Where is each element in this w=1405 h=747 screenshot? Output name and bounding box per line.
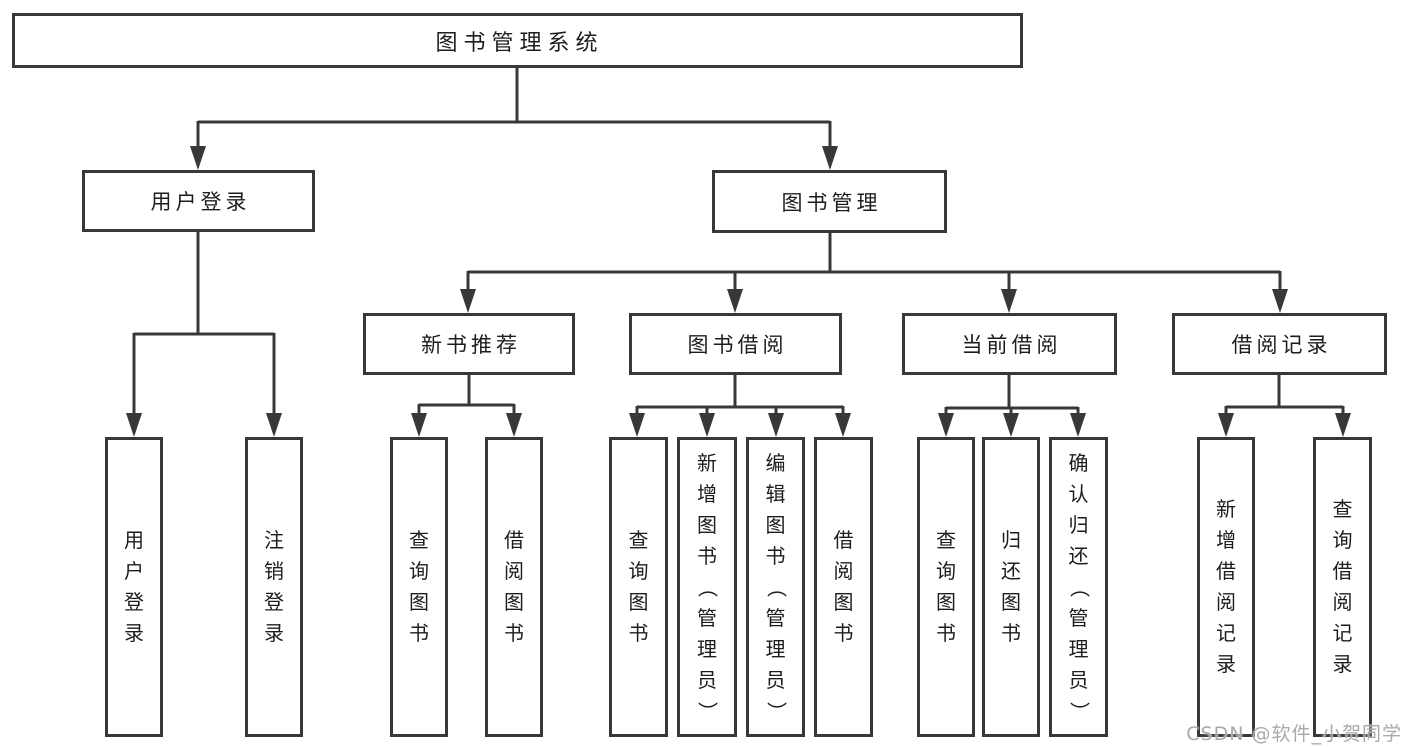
watermark: CSDN @软件_小贺同学 (1186, 723, 1402, 745)
node-current-borrowing-label: 当前借阅 (961, 333, 1062, 357)
leaf-bb-query-book: 查询图书 (609, 437, 668, 737)
leaf-cb-return-book: 归还图书 (982, 437, 1040, 737)
leaf-bb-add-book-admin-label: 新增图书（管理员） (695, 450, 720, 722)
leaf-bb-edit-book-admin: 编辑图书（管理员） (746, 437, 805, 737)
node-new-book-recommend: 新书推荐 (363, 313, 575, 375)
node-user-login: 用户登录 (82, 170, 315, 232)
leaf-cb-query-book: 查询图书 (917, 437, 975, 737)
leaf-nbr-query-book: 查询图书 (390, 437, 448, 737)
node-root-label: 图书管理系统 (435, 30, 604, 56)
leaf-user-login: 用户登录 (105, 437, 163, 737)
node-borrow-records-label: 借阅记录 (1231, 333, 1332, 357)
node-borrow-records: 借阅记录 (1172, 313, 1387, 375)
leaf-br-query-record-label: 查询借阅记录 (1332, 497, 1353, 676)
leaf-br-add-record-label: 新增借阅记录 (1216, 497, 1236, 676)
leaf-cb-confirm-return-admin: 确认归还（管理员） (1049, 437, 1108, 737)
node-book-borrowing-label: 图书借阅 (687, 333, 788, 357)
node-book-borrowing: 图书借阅 (629, 313, 842, 375)
leaf-br-add-record: 新增借阅记录 (1197, 437, 1255, 737)
node-book-management-label: 图书管理 (781, 190, 882, 215)
leaf-logout-label: 注销登录 (264, 528, 284, 645)
leaf-br-query-record: 查询借阅记录 (1313, 437, 1372, 737)
node-book-management: 图书管理 (712, 170, 947, 233)
leaf-nbr-borrow-book: 借阅图书 (485, 437, 543, 737)
leaf-bb-query-book-label: 查询图书 (628, 528, 649, 645)
node-current-borrowing: 当前借阅 (902, 313, 1117, 375)
node-root: 图书管理系统 (12, 13, 1023, 68)
leaf-nbr-query-book-label: 查询图书 (409, 528, 429, 645)
leaf-bb-borrow-book-label: 借阅图书 (833, 528, 854, 645)
node-new-book-recommend-label: 新书推荐 (421, 333, 521, 357)
leaf-cb-return-book-label: 归还图书 (1001, 528, 1021, 645)
leaf-logout: 注销登录 (245, 437, 303, 737)
leaf-cb-query-book-label: 查询图书 (936, 528, 956, 645)
leaf-nbr-borrow-book-label: 借阅图书 (504, 528, 524, 645)
leaf-user-login-label: 用户登录 (124, 528, 144, 645)
leaf-bb-edit-book-admin-label: 编辑图书（管理员） (764, 450, 788, 722)
leaf-bb-borrow-book: 借阅图书 (814, 437, 873, 737)
leaf-cb-confirm-return-admin-label: 确认归还（管理员） (1067, 450, 1091, 722)
node-user-login-label: 用户登录 (150, 190, 251, 214)
leaf-bb-add-book-admin: 新增图书（管理员） (677, 437, 737, 737)
